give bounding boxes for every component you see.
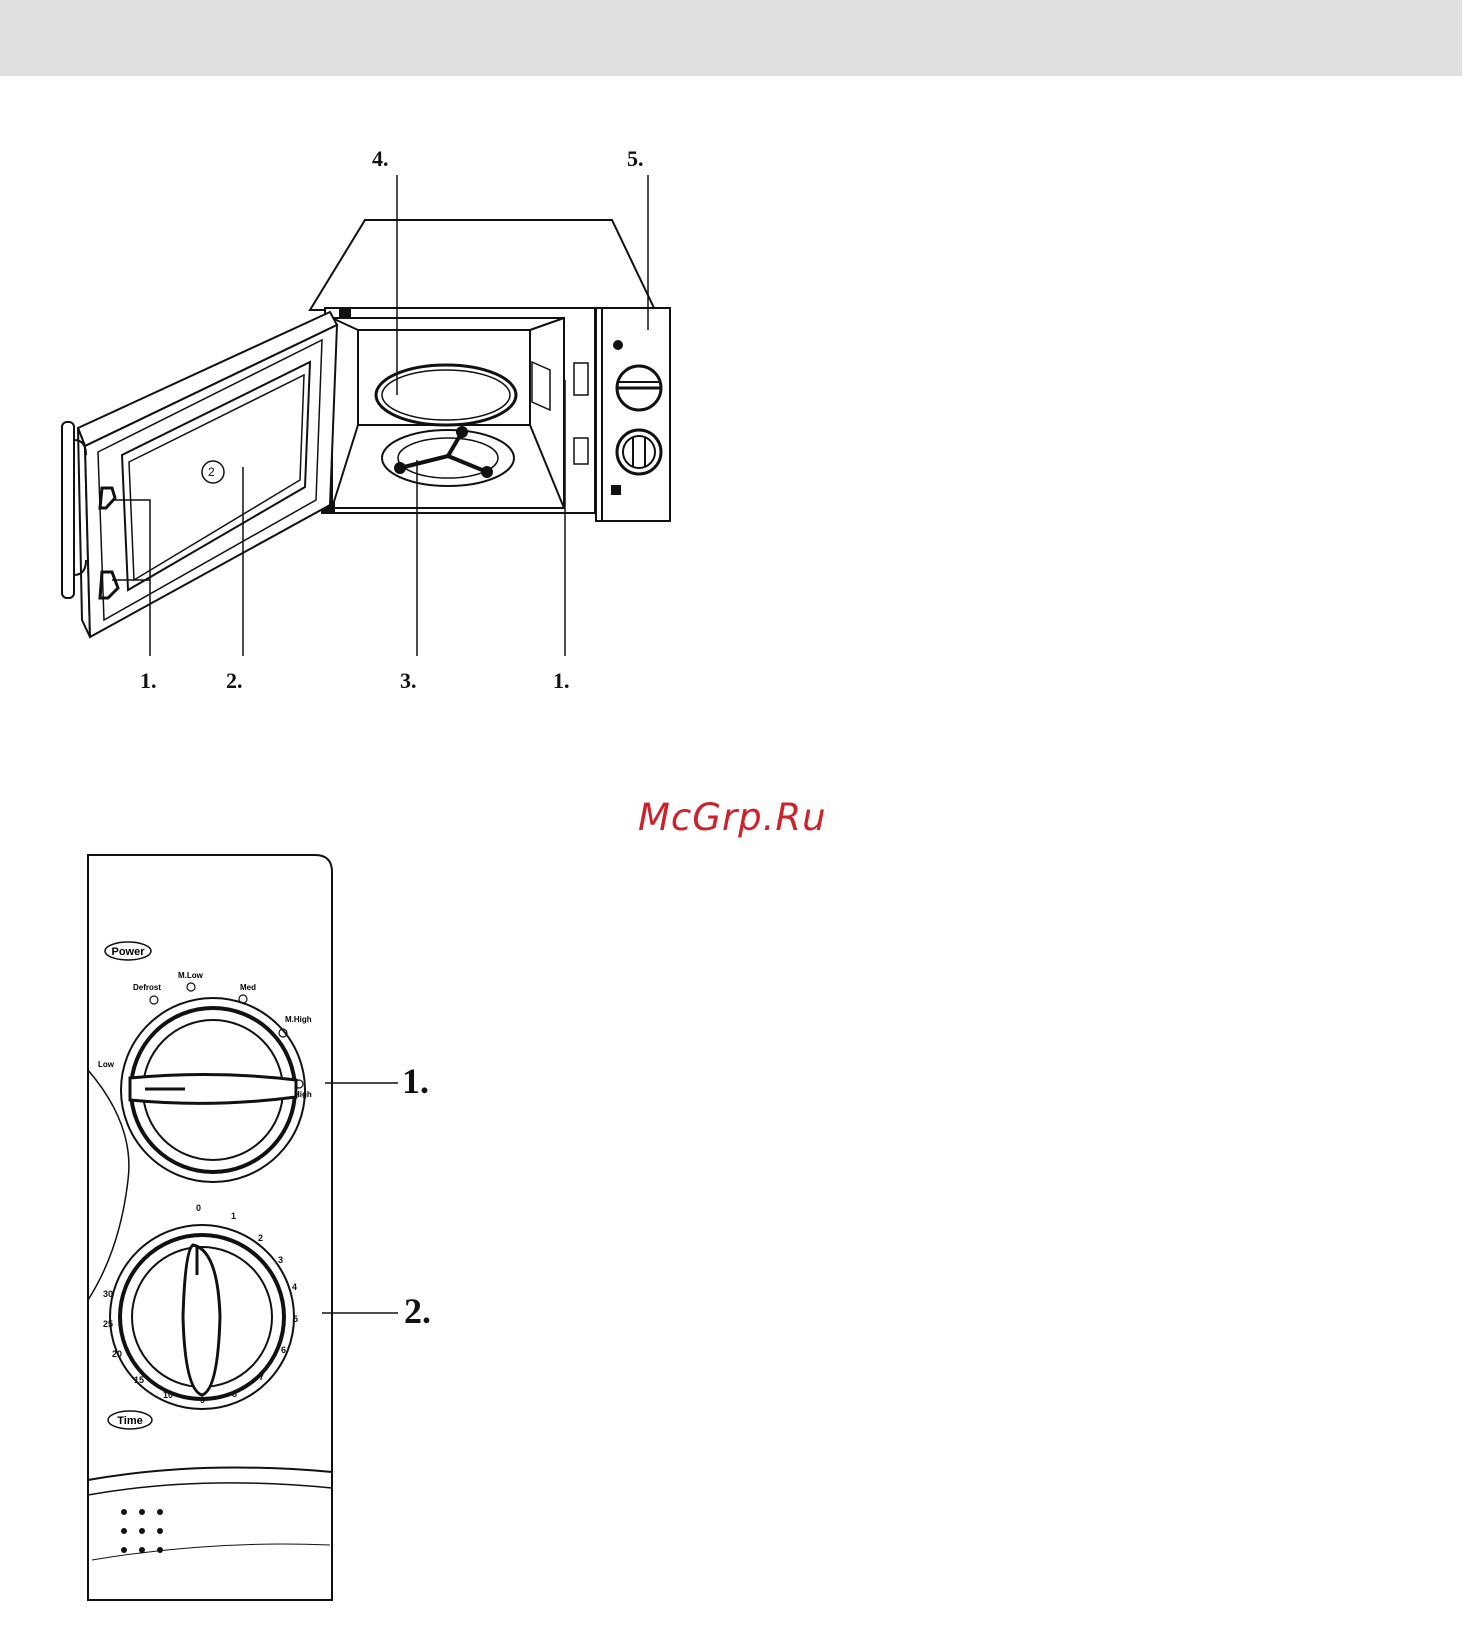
callout-4: 4.	[372, 146, 389, 172]
time-mark-3: 3	[278, 1255, 283, 1265]
time-mark-25: 25	[103, 1319, 113, 1329]
callout-power-knob: 1.	[402, 1060, 429, 1102]
time-mark-8: 8	[232, 1389, 237, 1399]
time-mark-20: 20	[112, 1349, 122, 1359]
callout-1-left: 1.	[140, 668, 157, 694]
vent-holes	[121, 1509, 163, 1553]
callout-5: 5.	[627, 146, 644, 172]
power-level-mlow: M.Low	[178, 971, 204, 980]
callout-3: 3.	[400, 668, 417, 694]
power-level-med: Med	[240, 983, 256, 992]
panel-outline	[88, 855, 332, 1600]
power-level-low: Low	[98, 1060, 115, 1069]
time-mark-15: 15	[134, 1375, 144, 1385]
cabinet-control-panel	[596, 308, 670, 521]
time-badge: Time	[117, 1415, 142, 1427]
door-mark-text: 2	[208, 465, 215, 479]
time-mark-5: 5	[293, 1314, 298, 1324]
power-badge: Power	[111, 946, 145, 958]
time-mark-7: 7	[259, 1372, 264, 1382]
time-mark-6: 6	[281, 1345, 286, 1355]
door-handle	[62, 422, 74, 598]
time-mark-1: 1	[231, 1211, 236, 1221]
power-badge-frame	[105, 942, 151, 960]
callout-1-right: 1.	[553, 668, 570, 694]
time-mark-0: 0	[196, 1203, 201, 1213]
power-knob	[121, 998, 305, 1182]
timer-knob	[110, 1225, 294, 1409]
power-level-high: High	[294, 1090, 312, 1099]
time-mark-10: 10	[163, 1390, 173, 1400]
power-level-mhigh: M.High	[285, 1015, 312, 1024]
callout-timer-knob: 2.	[404, 1290, 431, 1332]
time-mark-4: 4	[292, 1282, 297, 1292]
callout-2: 2.	[226, 668, 243, 694]
microwave-open-diagram: 2	[0, 0, 1468, 740]
time-mark-2: 2	[258, 1233, 263, 1243]
time-badge-frame	[108, 1411, 152, 1429]
power-level-defrost: Defrost	[133, 983, 161, 992]
time-mark-30: 30	[103, 1289, 113, 1299]
watermark-text: McGrp.Ru	[638, 796, 827, 839]
time-mark-9: 9	[200, 1395, 205, 1405]
cabinet-top	[310, 220, 655, 310]
